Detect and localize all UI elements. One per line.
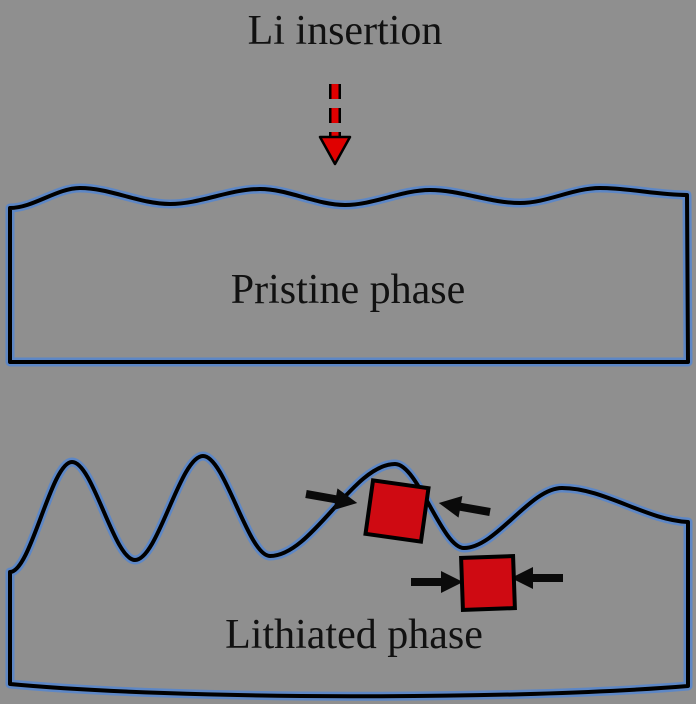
stress-square-1 bbox=[363, 478, 431, 544]
stress-square-2 bbox=[459, 554, 517, 612]
li-insertion-arrow-icon bbox=[318, 84, 352, 166]
li-insertion-label: Li insertion bbox=[248, 8, 443, 54]
lithiated-phase-label: Lithiated phase bbox=[225, 612, 483, 658]
pristine-phase-label: Pristine phase bbox=[231, 267, 465, 313]
compression-arrow-right-1 bbox=[438, 495, 491, 518]
pristine-phase-shape: Pristine phase bbox=[5, 183, 693, 367]
compression-arrow-left-1 bbox=[305, 488, 358, 511]
compression-arrow-left-2 bbox=[411, 571, 463, 593]
compression-arrow-right-2 bbox=[511, 567, 563, 589]
lithiated-phase-shape: Lithiated phase bbox=[5, 451, 693, 701]
